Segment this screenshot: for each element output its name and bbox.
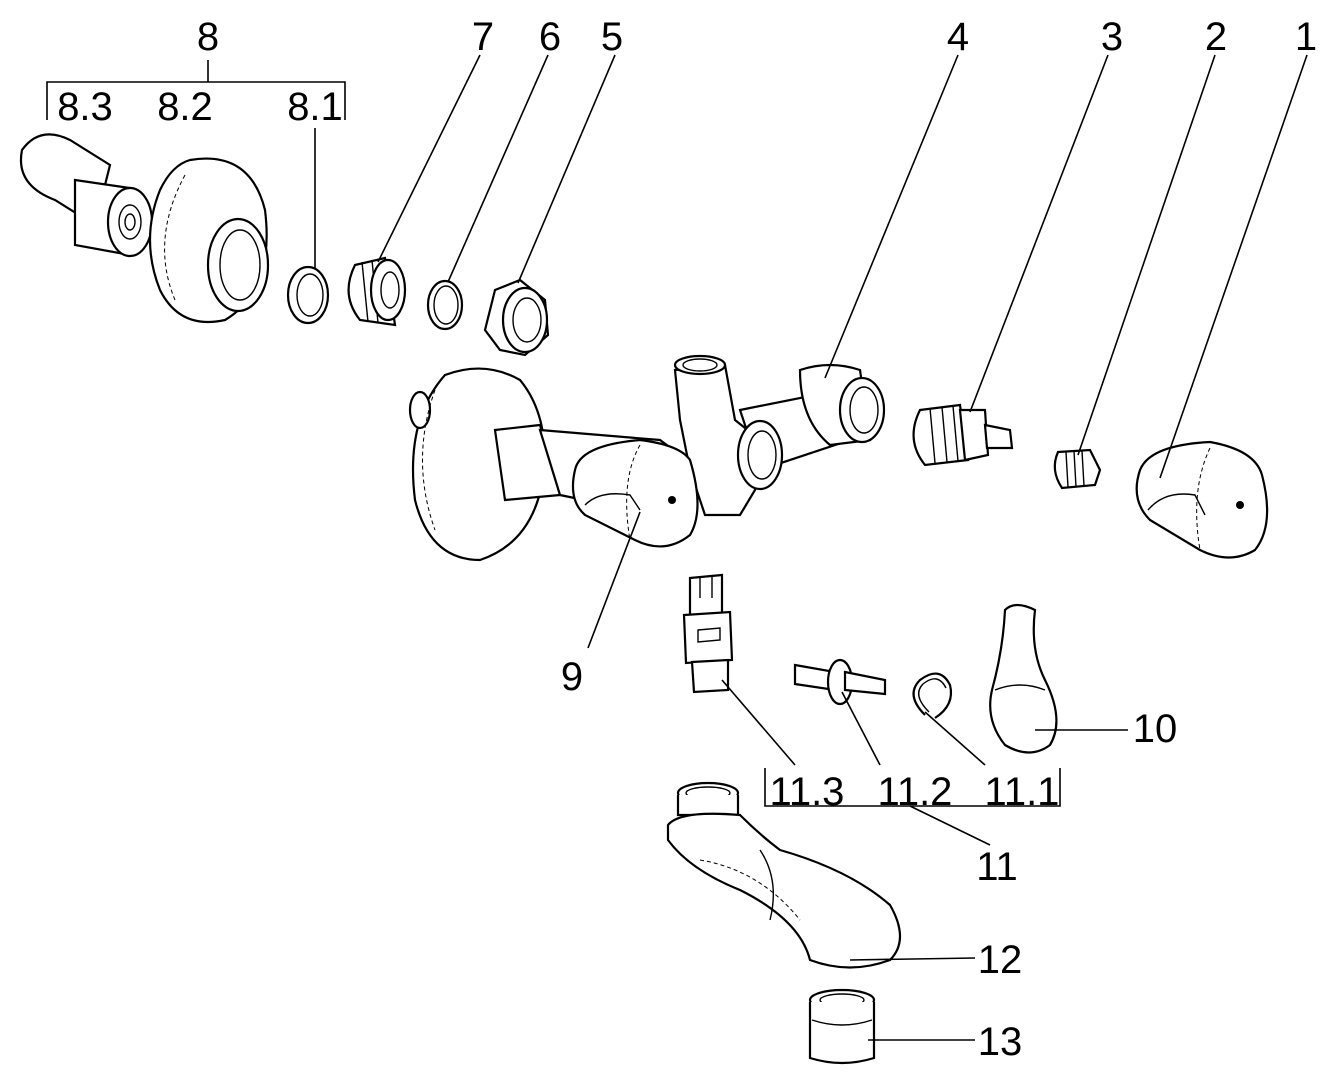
label-9: 9	[561, 655, 583, 699]
part-5-union-nut	[483, 278, 550, 357]
part-10-lever-handle	[989, 603, 1058, 754]
part-6-o-ring	[426, 279, 464, 331]
part-12-spout	[666, 781, 901, 969]
part-2-spline-adapter	[1053, 448, 1102, 490]
label-1: 1	[1295, 15, 1317, 59]
label-11-2: 11.2	[878, 770, 953, 814]
label-13: 13	[978, 1020, 1023, 1064]
part-8-2-rosette	[148, 157, 270, 324]
label-8: 8	[197, 15, 219, 59]
part-13-aerator	[808, 988, 876, 1065]
label-4: 4	[947, 15, 969, 59]
label-11-3: 11.3	[770, 770, 845, 814]
label-11: 11	[976, 845, 1018, 889]
part-3-valve-cartridge	[912, 403, 1014, 467]
part-7-eccentric-fitting	[347, 256, 407, 327]
label-6: 6	[539, 15, 561, 59]
part-8-1-seal-ring	[286, 265, 330, 325]
leader-lines	[46, 54, 1308, 1041]
label-8-3: 8.3	[57, 85, 113, 129]
part-11-2-spindle	[793, 658, 887, 706]
label-10: 10	[1133, 707, 1178, 751]
label-5: 5	[601, 15, 623, 59]
part-11-1-circlip	[912, 672, 953, 719]
label-8-1: 8.1	[287, 85, 343, 129]
part-1-handle	[1135, 440, 1269, 559]
label-11-1: 11.1	[985, 770, 1060, 814]
label-2: 2	[1205, 15, 1227, 59]
part-8-3-elbow-connector	[19, 133, 154, 258]
part-11-3-diverter-cartridge	[682, 573, 734, 694]
label-8-2: 8.2	[157, 85, 213, 129]
part-9-handle	[571, 438, 699, 548]
label-12: 12	[978, 938, 1023, 982]
label-7: 7	[472, 15, 494, 59]
label-3: 3	[1101, 15, 1123, 59]
